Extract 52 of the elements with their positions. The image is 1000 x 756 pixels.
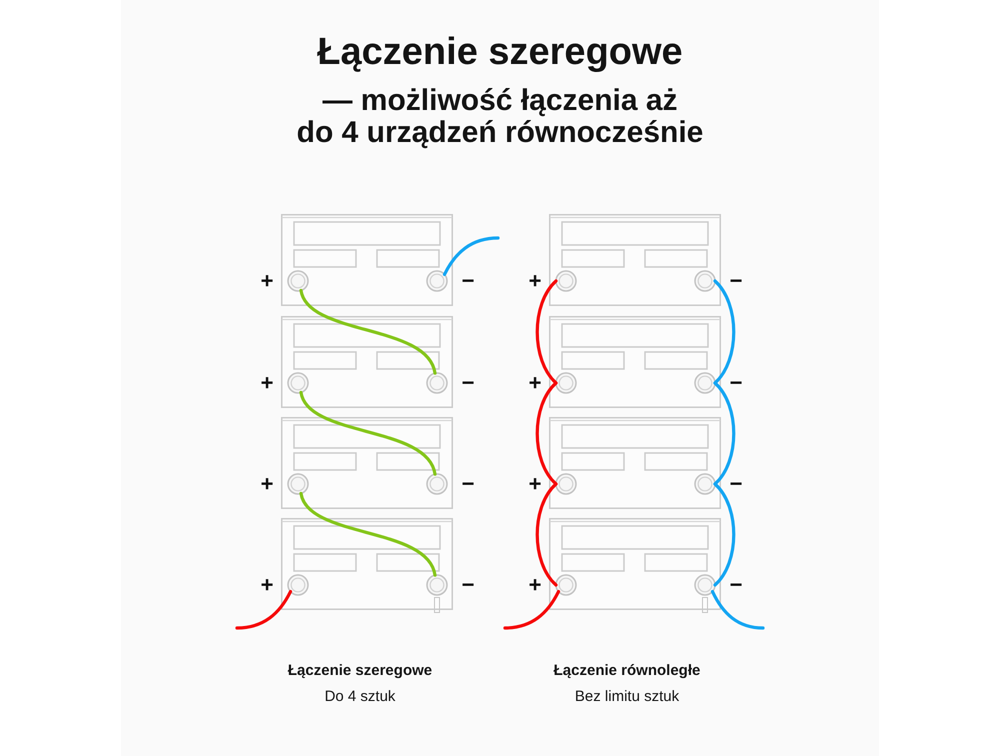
polarity-sign: + [528, 372, 542, 394]
polarity-sign: − [462, 270, 474, 292]
polarity-sign: + [260, 473, 274, 495]
polarity-sign: − [730, 372, 742, 394]
polarity-sign: − [730, 270, 742, 292]
battery [281, 417, 453, 509]
column-heading: Łączenie równoległe [554, 661, 700, 681]
cable [442, 236, 500, 276]
terminal [555, 574, 577, 596]
cable [713, 279, 736, 385]
battery [281, 316, 453, 408]
column-note: Bez limitu sztuk [574, 687, 680, 707]
cable [710, 590, 765, 630]
cable [713, 482, 736, 587]
polarity-sign: + [260, 372, 274, 394]
polarity-sign: + [260, 574, 274, 596]
battery [549, 518, 721, 610]
cable [503, 590, 560, 630]
cable [536, 482, 558, 587]
polarity-sign: + [528, 473, 542, 495]
battery [549, 316, 721, 408]
terminal [555, 270, 577, 292]
polarity-sign: + [528, 574, 542, 596]
column-heading: Łączenie szeregowe [288, 661, 432, 681]
title: Łączenie szeregowe [317, 30, 683, 74]
terminal [694, 270, 716, 292]
battery [281, 214, 453, 306]
cable [536, 279, 558, 385]
terminal [287, 473, 309, 495]
polarity-sign: − [730, 473, 742, 495]
terminal [287, 574, 309, 596]
polarity-sign: + [260, 270, 274, 292]
polarity-sign: + [528, 270, 542, 292]
terminal [426, 574, 448, 596]
cable [536, 381, 558, 486]
polarity-sign: − [462, 372, 474, 394]
terminal [426, 372, 448, 394]
subtitle: — możliwość łączenia aż do 4 urządzeń równocześnie [296, 85, 704, 149]
battery [549, 417, 721, 509]
terminal [287, 270, 309, 292]
column-note: Do 4 sztuk [324, 687, 396, 707]
battery [549, 214, 721, 306]
terminal [694, 574, 716, 596]
battery [281, 518, 453, 610]
terminal [426, 270, 448, 292]
terminal [287, 372, 309, 394]
cable [713, 381, 736, 486]
polarity-sign: − [462, 574, 474, 596]
polarity-sign: − [462, 473, 474, 495]
terminal [426, 473, 448, 495]
polarity-sign: − [730, 574, 742, 596]
cable [235, 590, 292, 630]
